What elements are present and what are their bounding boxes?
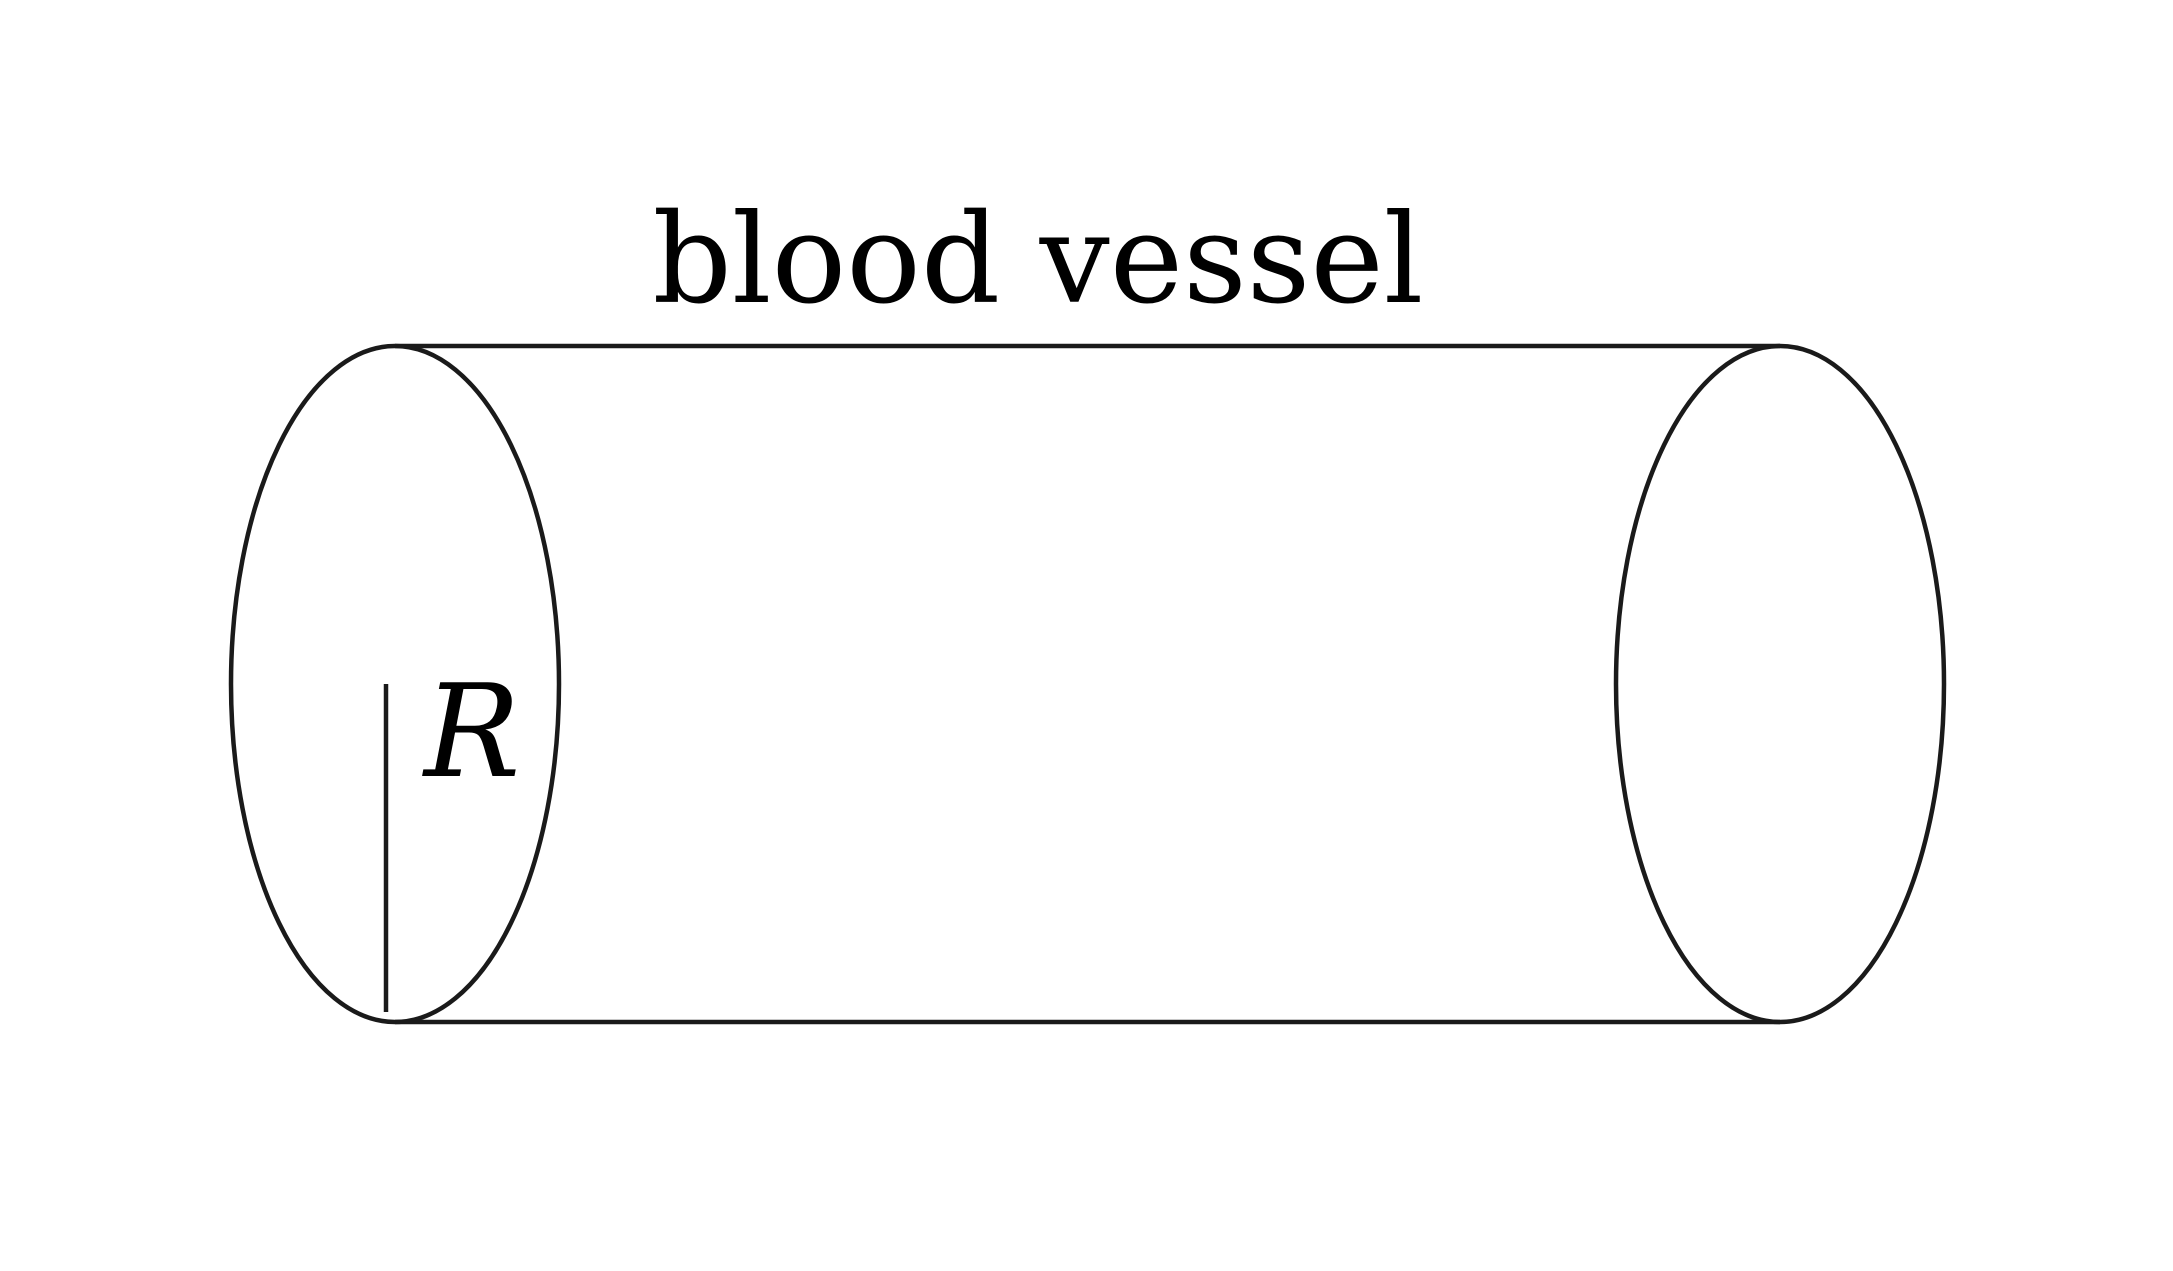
right-end-ellipse xyxy=(1613,343,1947,1025)
radius-label: R xyxy=(422,658,520,807)
vessel-cylinder xyxy=(228,343,1947,1025)
diagram-title: blood vessel xyxy=(653,188,1424,332)
